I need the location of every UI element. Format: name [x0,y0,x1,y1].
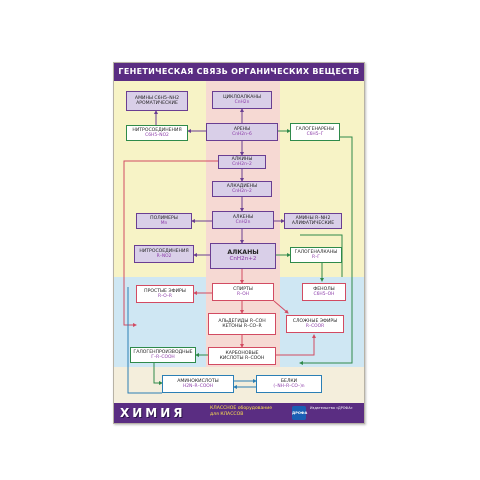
node-halogenarenes: ГАЛОГЕНАРЕНЫ C6H5–Г [290,123,340,141]
node-polymers-formula: Mn [160,221,168,226]
node-carboxylic-label1: КАРБОНОВЫЕ [225,350,259,356]
node-haloalkanes-label: ГАЛОГЕНАЛКАНЫ [294,249,338,255]
node-alkanes: АЛКАНЫ CnH2n+2 [210,243,276,269]
node-phenols-formula: C6H5–OH [313,292,335,297]
node-halogenarenes-formula: C6H5–Г [306,132,324,137]
node-nitro-aromatic: НИТРОСОЕДИНЕНИЯ C6H5–NO2 [126,125,188,141]
node-arenes: АРЕНЫ CnH2n–6 [206,123,278,141]
node-alkynes-formula: CnH2n–2 [232,162,252,167]
footer-brand: ХИМИЯ [120,406,186,420]
node-proteins-label: БЕЛКИ [280,378,298,384]
node-polymers-label: ПОЛИМЕРЫ [150,215,178,221]
node-arenes-label: АРЕНЫ [233,126,251,132]
node-halo-acids-label: ГАЛОГЕНПРОИЗВОДНЫЕ [133,349,193,355]
node-nitro-aliphatic: НИТРОСОЕДИНЕНИЯ R–NO2 [134,245,194,263]
node-cycloalkanes-label: ЦИКЛОАЛКАНЫ [223,94,261,100]
node-nitro-aliphatic-formula: R–NO2 [156,254,172,259]
node-amines-aromatic-label: АМИНЫ C6H5–NH2 АРОМАТИЧЕСКИЕ [134,95,180,106]
node-ethers-formula: R–O–R [158,294,172,299]
node-alkenes-label: АЛКЕНЫ [232,214,254,220]
publisher-logo: ДРОФА [292,406,307,420]
node-ketones-label: КЕТОНЫ R–CO–R [222,324,262,329]
node-carboxylic-acids: КАРБОНОВЫЕ КИСЛОТЫ R–COOH [208,347,276,365]
node-alkenes-formula: CnH2n [235,220,251,225]
node-alkynes: АЛКИНЫ CnH2n–2 [218,155,266,169]
node-alkadienes-formula: CnH2n–2 [232,189,252,194]
node-carboxylic-label2: КИСЛОТЫ R–COOH [219,356,265,361]
node-phenols-label: ФЕНОЛЫ [313,286,335,292]
node-halo-acids-formula: Г–R–COOH [151,355,175,360]
footer-series-line2: для КЛАССОВ [210,411,244,417]
node-amino-acids: АМИНОКИСЛОТЫ H2N–R–COOH [162,375,234,393]
node-cycloalkanes-formula: CnH2n [234,100,250,105]
node-alcohols: СПИРТЫ R–OH [212,283,274,301]
node-ethers: ПРОСТЫЕ ЭФИРЫ R–O–R [136,285,194,303]
node-esters-label: СЛОЖНЫЕ ЭФИРЫ [292,318,338,324]
node-haloalkanes-formula: R–Г [312,255,320,260]
node-alcohols-label: СПИРТЫ [233,286,253,292]
poster: ГЕНЕТИЧЕСКАЯ СВЯЗЬ ОРГАНИЧЕСКИХ ВЕЩЕСТВ [113,62,365,424]
node-alkadienes: АЛКАДИЕНЫ CnH2n–2 [212,181,272,197]
node-aldehydes-label: АЛЬДЕГИДЫ R–COH [218,318,266,324]
node-alkenes: АЛКЕНЫ CnH2n [212,211,274,229]
node-aldehydes-ketones: АЛЬДЕГИДЫ R–COH КЕТОНЫ R–CO–R [208,313,276,335]
footer-publisher: Издательство «ДРОФА» [310,406,353,410]
node-nitro-aromatic-formula: C6H5–NO2 [145,133,169,138]
node-amino-acids-label: АМИНОКИСЛОТЫ [177,378,219,384]
node-alkanes-label: АЛКАНЫ [227,249,259,256]
node-proteins-formula: (–NH–R–CO–)n [273,384,305,389]
node-alcohols-formula: R–OH [236,292,249,297]
node-proteins: БЕЛКИ (–NH–R–CO–)n [256,375,322,393]
node-esters-formula: R–COOR [305,324,325,329]
node-amines-aromatic: АМИНЫ C6H5–NH2 АРОМАТИЧЕСКИЕ [126,91,188,111]
node-alkadienes-label: АЛКАДИЕНЫ [226,183,258,189]
node-cycloalkanes: ЦИКЛОАЛКАНЫ CnH2n [212,91,272,109]
connection-arrows [123,108,353,394]
zone-nitrogen-compounds [114,367,364,403]
node-arenes-formula: CnH2n–6 [232,132,252,137]
poster-title: ГЕНЕТИЧЕСКАЯ СВЯЗЬ ОРГАНИЧЕСКИХ ВЕЩЕСТВ [118,67,360,76]
node-haloalkanes: ГАЛОГЕНАЛКАНЫ R–Г [290,247,342,263]
node-ethers-label: ПРОСТЫЕ ЭФИРЫ [144,288,186,294]
title-band [114,63,364,81]
node-esters: СЛОЖНЫЕ ЭФИРЫ R–COOR [286,315,344,333]
node-halo-acids: ГАЛОГЕНПРОИЗВОДНЫЕ Г–R–COOH [130,347,196,363]
node-alkanes-formula: CnH2n+2 [229,256,257,262]
node-nitro-aliphatic-label: НИТРОСОЕДИНЕНИЯ [139,248,189,254]
node-amines-aliphatic: АМИНЫ R–NH2 АЛИФАТИЧЕСКИЕ [284,213,342,229]
footer-series: КЛАССНОЕ оборудование для КЛАССОВ [210,406,290,417]
node-amino-acids-formula: H2N–R–COOH [182,384,214,389]
footer-series-line1: КЛАССНОЕ оборудование [210,406,273,411]
node-alkynes-label: АЛКИНЫ [231,156,253,162]
node-amines-aliphatic-label: АМИНЫ R–NH2 АЛИФАТИЧЕСКИЕ [291,215,335,226]
node-nitro-aromatic-label: НИТРОСОЕДИНЕНИЯ [132,127,182,133]
node-polymers: ПОЛИМЕРЫ Mn [136,213,192,229]
node-halogenarenes-label: ГАЛОГЕНАРЕНЫ [295,126,335,132]
node-phenols: ФЕНОЛЫ C6H5–OH [302,283,346,301]
